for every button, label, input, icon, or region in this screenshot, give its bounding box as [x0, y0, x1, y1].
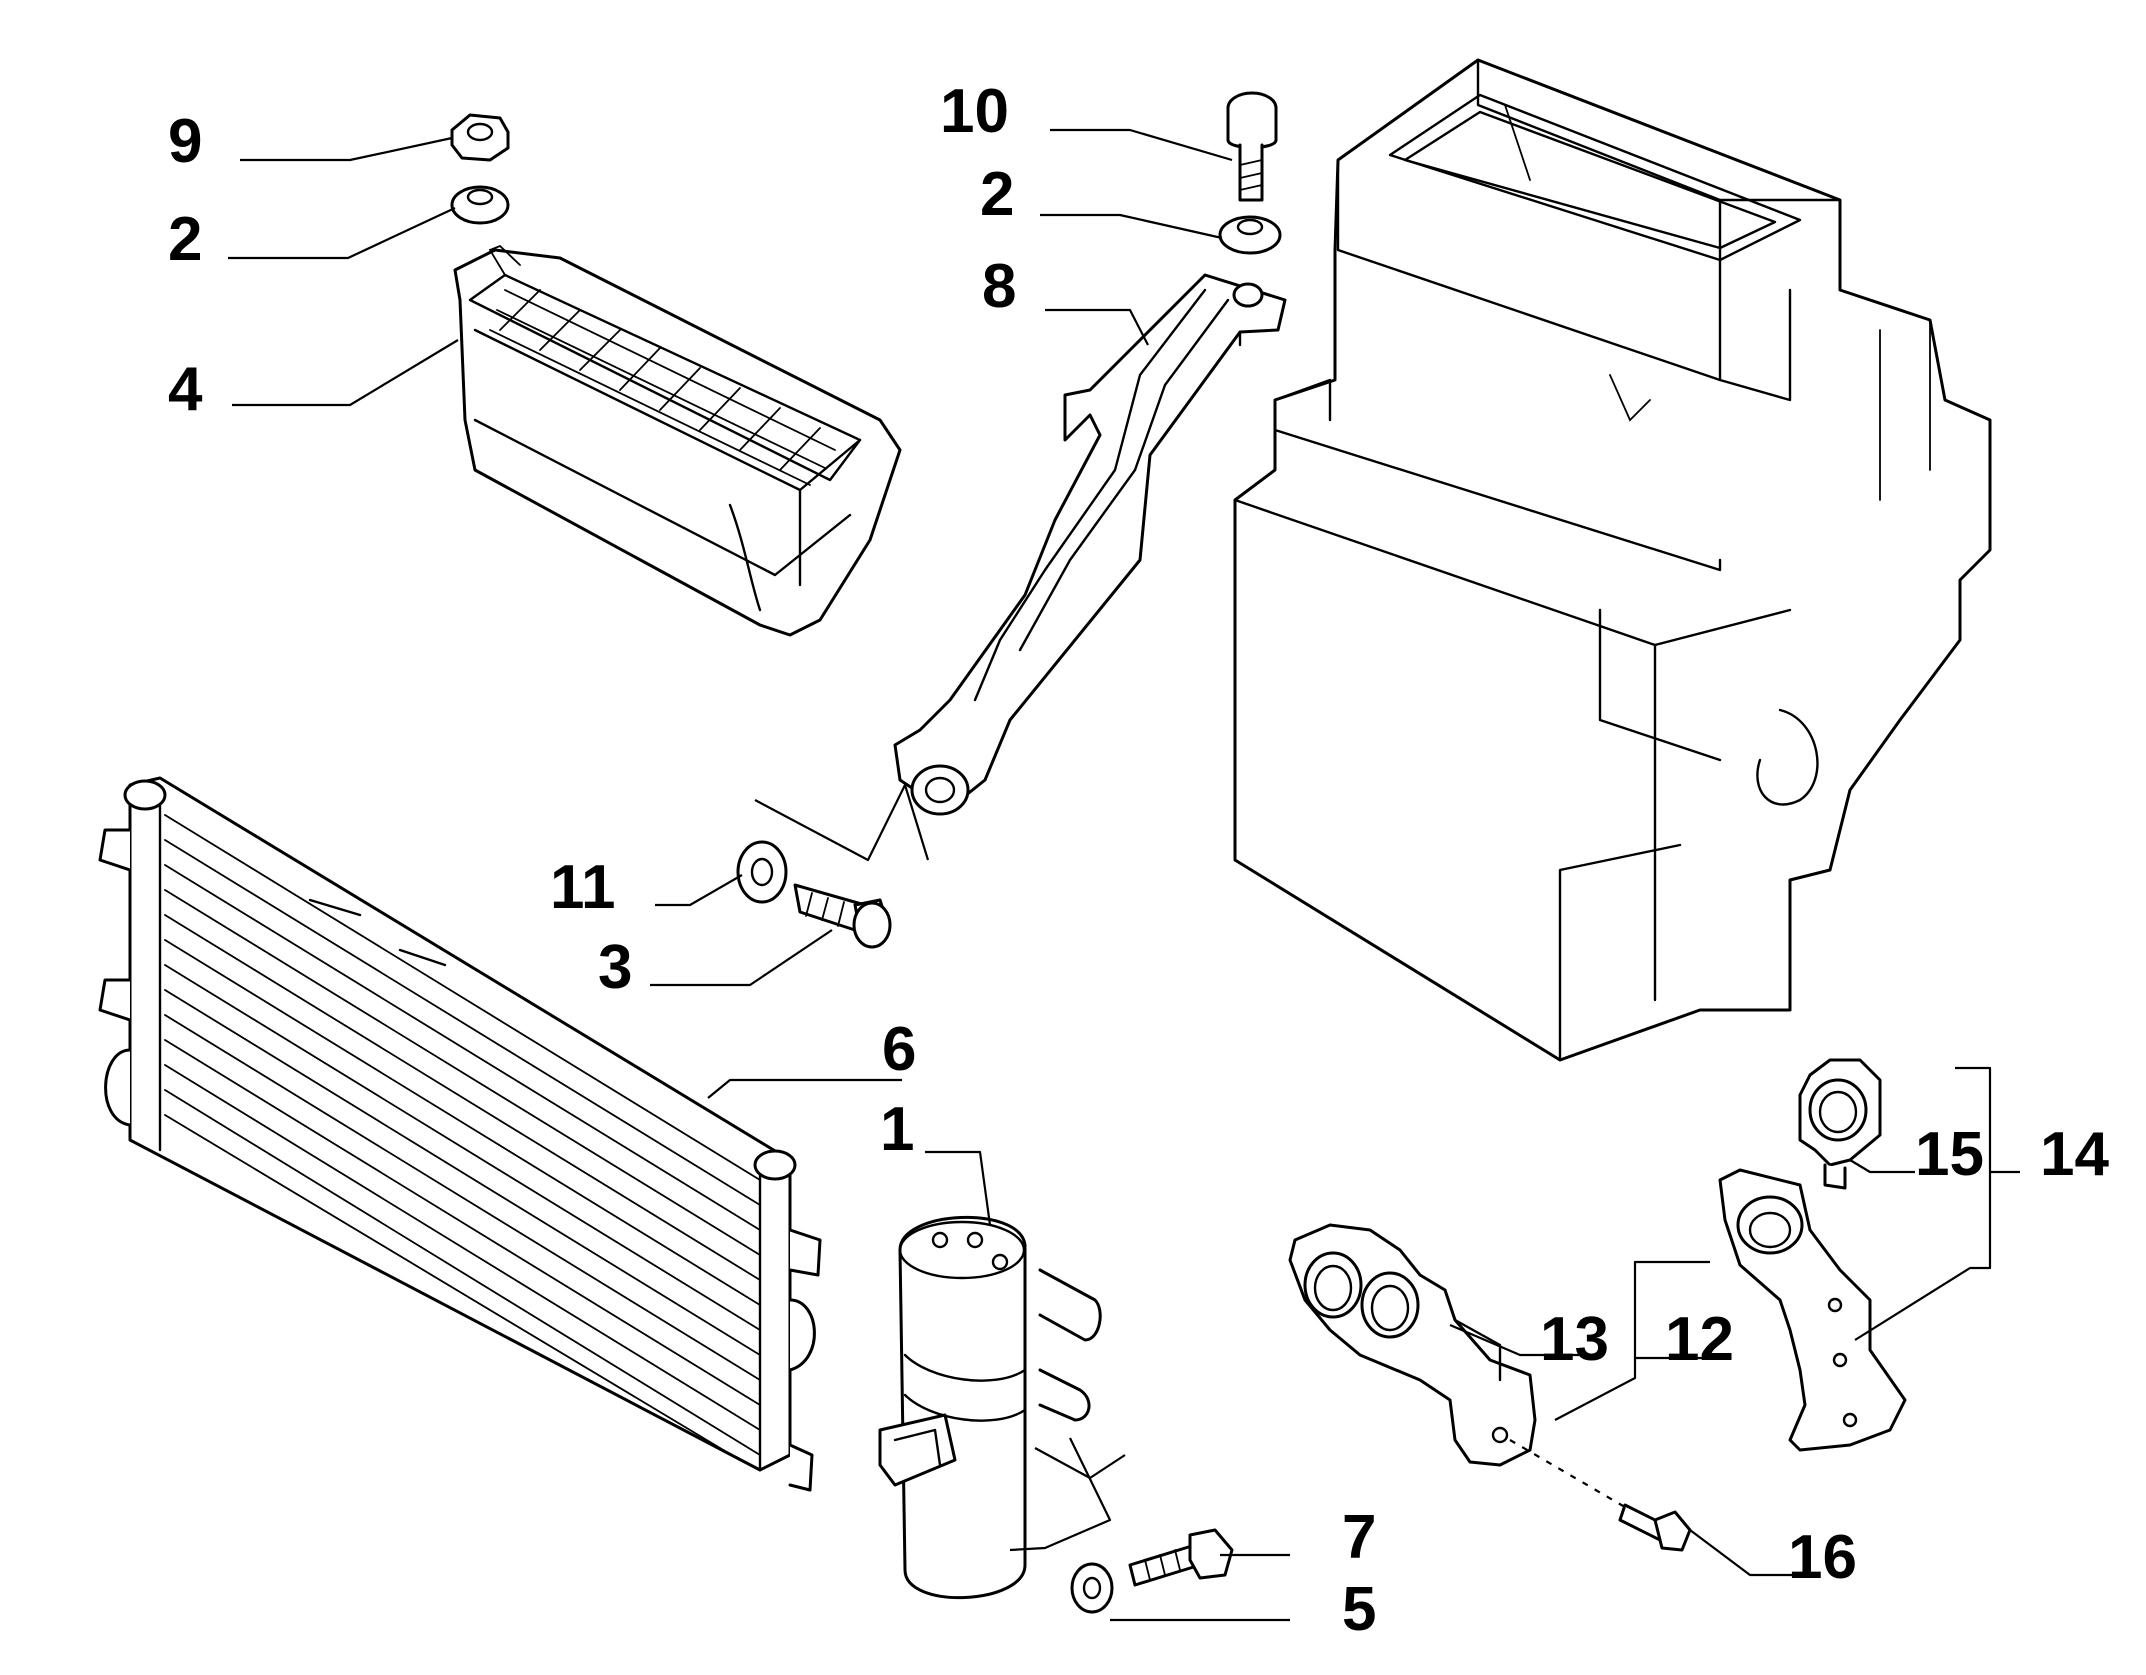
callout-7: 7	[1342, 1503, 1376, 1572]
bolt	[1128, 1528, 1234, 1587]
assembly-axis	[1509, 1439, 1631, 1511]
callout-12: 12	[1665, 1305, 1734, 1374]
grille-mesh	[489, 289, 836, 486]
spacer	[736, 840, 788, 904]
support-bracket	[893, 273, 1287, 816]
callout-2: 2	[168, 205, 202, 274]
nut	[450, 113, 510, 162]
pipe-clamp-bracket	[1288, 1223, 1537, 1467]
washer	[450, 185, 510, 225]
washer	[1218, 215, 1282, 255]
bolt	[1618, 1503, 1692, 1552]
callout-16: 16	[1788, 1523, 1857, 1592]
callout-10: 10	[940, 77, 1009, 146]
condenser	[98, 776, 822, 1492]
callout-1: 1	[880, 1095, 914, 1164]
heater-housing	[1233, 58, 1992, 1062]
bolt	[1226, 91, 1278, 202]
receiver-drier	[878, 1215, 1102, 1600]
callout-3: 3	[598, 933, 632, 1002]
callout-labels: 9 2 4 10 2 8 11 3 6 1 7 5 13 12 15 14 16	[168, 77, 2109, 1644]
bushing	[910, 764, 970, 816]
pipe-clamp-bracket-right	[1718, 1168, 1907, 1452]
callout-5: 5	[1342, 1575, 1376, 1644]
callout-6: 6	[882, 1015, 916, 1084]
callout-2: 2	[980, 160, 1014, 229]
air-filter-grille	[453, 244, 902, 637]
callout-4: 4	[168, 355, 203, 424]
callout-9: 9	[168, 107, 202, 176]
callout-15: 15	[1915, 1120, 1984, 1189]
bolt	[793, 883, 892, 949]
leader-lines	[228, 128, 2020, 1622]
pipe-clip	[1798, 1058, 1882, 1190]
washer	[1070, 1562, 1114, 1614]
callout-13: 13	[1540, 1305, 1609, 1374]
callout-8: 8	[982, 252, 1016, 321]
callout-14: 14	[2040, 1120, 2109, 1189]
condenser-fins	[164, 814, 761, 1461]
callout-11: 11	[550, 853, 616, 922]
